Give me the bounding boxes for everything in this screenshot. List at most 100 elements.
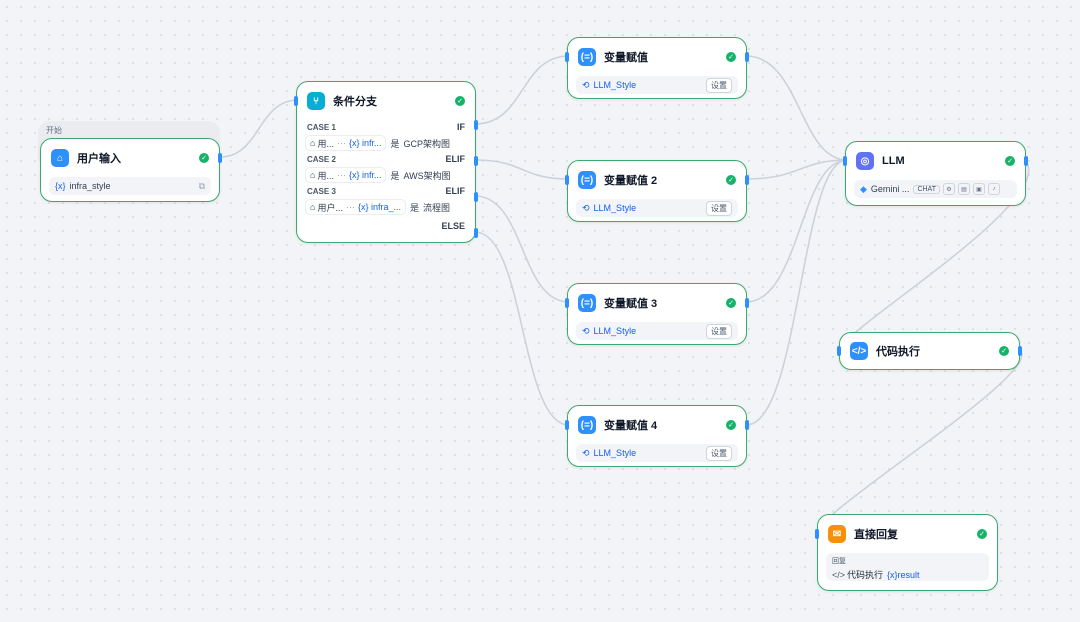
- assigner-1-var: LLM_Style: [593, 80, 637, 90]
- else-output-handle[interactable]: [474, 228, 478, 238]
- assigner-2-input-handle[interactable]: [565, 175, 569, 185]
- assigner-2-variable: ⟲LLM_Style 设置: [576, 199, 738, 217]
- assign-icon: (=): [578, 48, 596, 66]
- case-2-node: 用...: [317, 170, 334, 181]
- assigner-4-variable: ⟲LLM_Style 设置: [576, 444, 738, 462]
- llm-mode-tag: CHAT: [913, 184, 940, 194]
- reply-icon: ✉: [828, 525, 846, 543]
- check-icon: ✓: [199, 153, 209, 163]
- assign-icon: (=): [578, 294, 596, 312]
- code-output-handle[interactable]: [1018, 346, 1022, 356]
- case-2-condition[interactable]: ⌂用...···{x} infr... 是 AWS架构图: [305, 166, 467, 184]
- variable-icon: {x}: [55, 181, 66, 191]
- llm-icon: ◎: [856, 152, 874, 170]
- check-icon: ✓: [977, 529, 987, 539]
- start-output-handle[interactable]: [218, 153, 222, 163]
- edge-assign3-llm: [745, 159, 848, 303]
- set-button[interactable]: 设置: [706, 200, 732, 216]
- answer-source: 代码执行: [847, 570, 884, 580]
- assign-icon: (=): [578, 171, 596, 189]
- conversation-var-icon: ⟲: [582, 447, 590, 458]
- code-input-handle[interactable]: [837, 346, 841, 356]
- home-icon: ⌂: [310, 202, 316, 212]
- vision-icon: ⚙: [942, 183, 955, 195]
- llm-input-handle[interactable]: [843, 156, 847, 166]
- case-2-label: CASE 2: [307, 154, 336, 164]
- case-1-condition[interactable]: ⌂用...···{x} infr... 是 GCP架构图: [305, 134, 467, 152]
- assigner-4-input-handle[interactable]: [565, 420, 569, 430]
- case-3-variable-pill: ⌂用户...···{x} infra_...: [305, 199, 406, 215]
- assigner-1-output-handle[interactable]: [745, 52, 749, 62]
- start-variable-name: infra_style: [69, 181, 111, 191]
- check-icon: ✓: [726, 175, 736, 185]
- assigner-3-var: LLM_Style: [593, 326, 637, 336]
- document-icon: ▤: [957, 183, 970, 195]
- set-button[interactable]: 设置: [706, 445, 732, 461]
- answer-input-handle[interactable]: [815, 529, 819, 539]
- check-icon: ✓: [726, 420, 736, 430]
- case-3-var: {x} infra_...: [357, 202, 401, 212]
- assigner-3-input-handle[interactable]: [565, 298, 569, 308]
- case-3-value: 流程图: [423, 202, 451, 213]
- case-3-dots: ···: [345, 202, 355, 212]
- check-icon: ✓: [726, 52, 736, 62]
- case-3-header: CASE 3 ELIF: [307, 184, 465, 198]
- case-1-operator: 是: [390, 138, 400, 149]
- assigner-4-output-handle[interactable]: [745, 420, 749, 430]
- case-2-var: {x} infr...: [348, 170, 382, 180]
- audio-icon: ♪: [987, 183, 1000, 195]
- start-node[interactable]: ⌂ 用户输入 ✓ {x} infra_style ⧉: [40, 138, 222, 202]
- case-1-kind: IF: [457, 122, 465, 132]
- case-3-kind: ELIF: [445, 186, 466, 196]
- start-title: 用户输入: [77, 153, 121, 165]
- edge-code-answer: [817, 349, 1023, 534]
- assigner-3-output-handle[interactable]: [745, 298, 749, 308]
- answer-node[interactable]: ✉直接回复✓ 回复 </> 代码执行 {x}result: [815, 514, 998, 591]
- conversation-var-icon: ⟲: [582, 202, 590, 213]
- answer-reference: </> 代码执行 {x}result: [832, 568, 983, 581]
- else-label: ELSE: [441, 221, 465, 231]
- assigner-4-var: LLM_Style: [593, 448, 637, 458]
- edge-start-ifelse: [219, 99, 299, 158]
- ifelse-input-handle[interactable]: [294, 96, 298, 106]
- code-icon: </>: [850, 342, 868, 360]
- elif-2-output-handle[interactable]: [474, 192, 478, 202]
- video-icon: ▣: [972, 183, 985, 195]
- code-icon: </>: [832, 569, 846, 580]
- code-title: 代码执行: [876, 346, 920, 358]
- copy-icon[interactable]: ⧉: [198, 180, 205, 191]
- case-3-node: 用户...: [317, 202, 343, 213]
- case-3-operator: 是: [409, 202, 419, 213]
- set-button[interactable]: 设置: [706, 77, 732, 93]
- check-icon: ✓: [999, 346, 1009, 356]
- set-button[interactable]: 设置: [706, 323, 732, 339]
- answer-var: {x}result: [887, 569, 920, 580]
- assign-icon: (=): [578, 416, 596, 434]
- case-2-operator: 是: [390, 170, 400, 181]
- llm-node[interactable]: ◎LLM✓ ◆ Gemini ... CHAT ⚙ ▤ ▣ ♪: [843, 141, 1028, 206]
- assigner-1-input-handle[interactable]: [565, 52, 569, 62]
- edge-elif1-assign2: [474, 159, 570, 180]
- assigner-2-var: LLM_Style: [593, 203, 637, 213]
- case-3-condition[interactable]: ⌂用户...···{x} infra_... 是 流程图: [305, 198, 467, 216]
- code-node[interactable]: </> 代码执行 ✓: [837, 332, 1022, 370]
- start-variable: {x} infra_style ⧉: [49, 177, 211, 195]
- case-2-variable-pill: ⌂用...···{x} infr...: [305, 167, 387, 183]
- if-output-handle[interactable]: [474, 120, 478, 130]
- llm-model-row[interactable]: ◆ Gemini ... CHAT ⚙ ▤ ▣ ♪: [854, 180, 1017, 198]
- llm-output-handle[interactable]: [1024, 156, 1028, 166]
- home-icon: ⌂: [310, 170, 316, 180]
- case-3-label: CASE 3: [307, 186, 336, 196]
- ifelse-title: 条件分支: [333, 96, 377, 108]
- case-2-kind: ELIF: [445, 154, 466, 164]
- branch-icon: ⑂: [307, 92, 325, 110]
- elif-1-output-handle[interactable]: [474, 156, 478, 166]
- assigner-2-output-handle[interactable]: [745, 175, 749, 185]
